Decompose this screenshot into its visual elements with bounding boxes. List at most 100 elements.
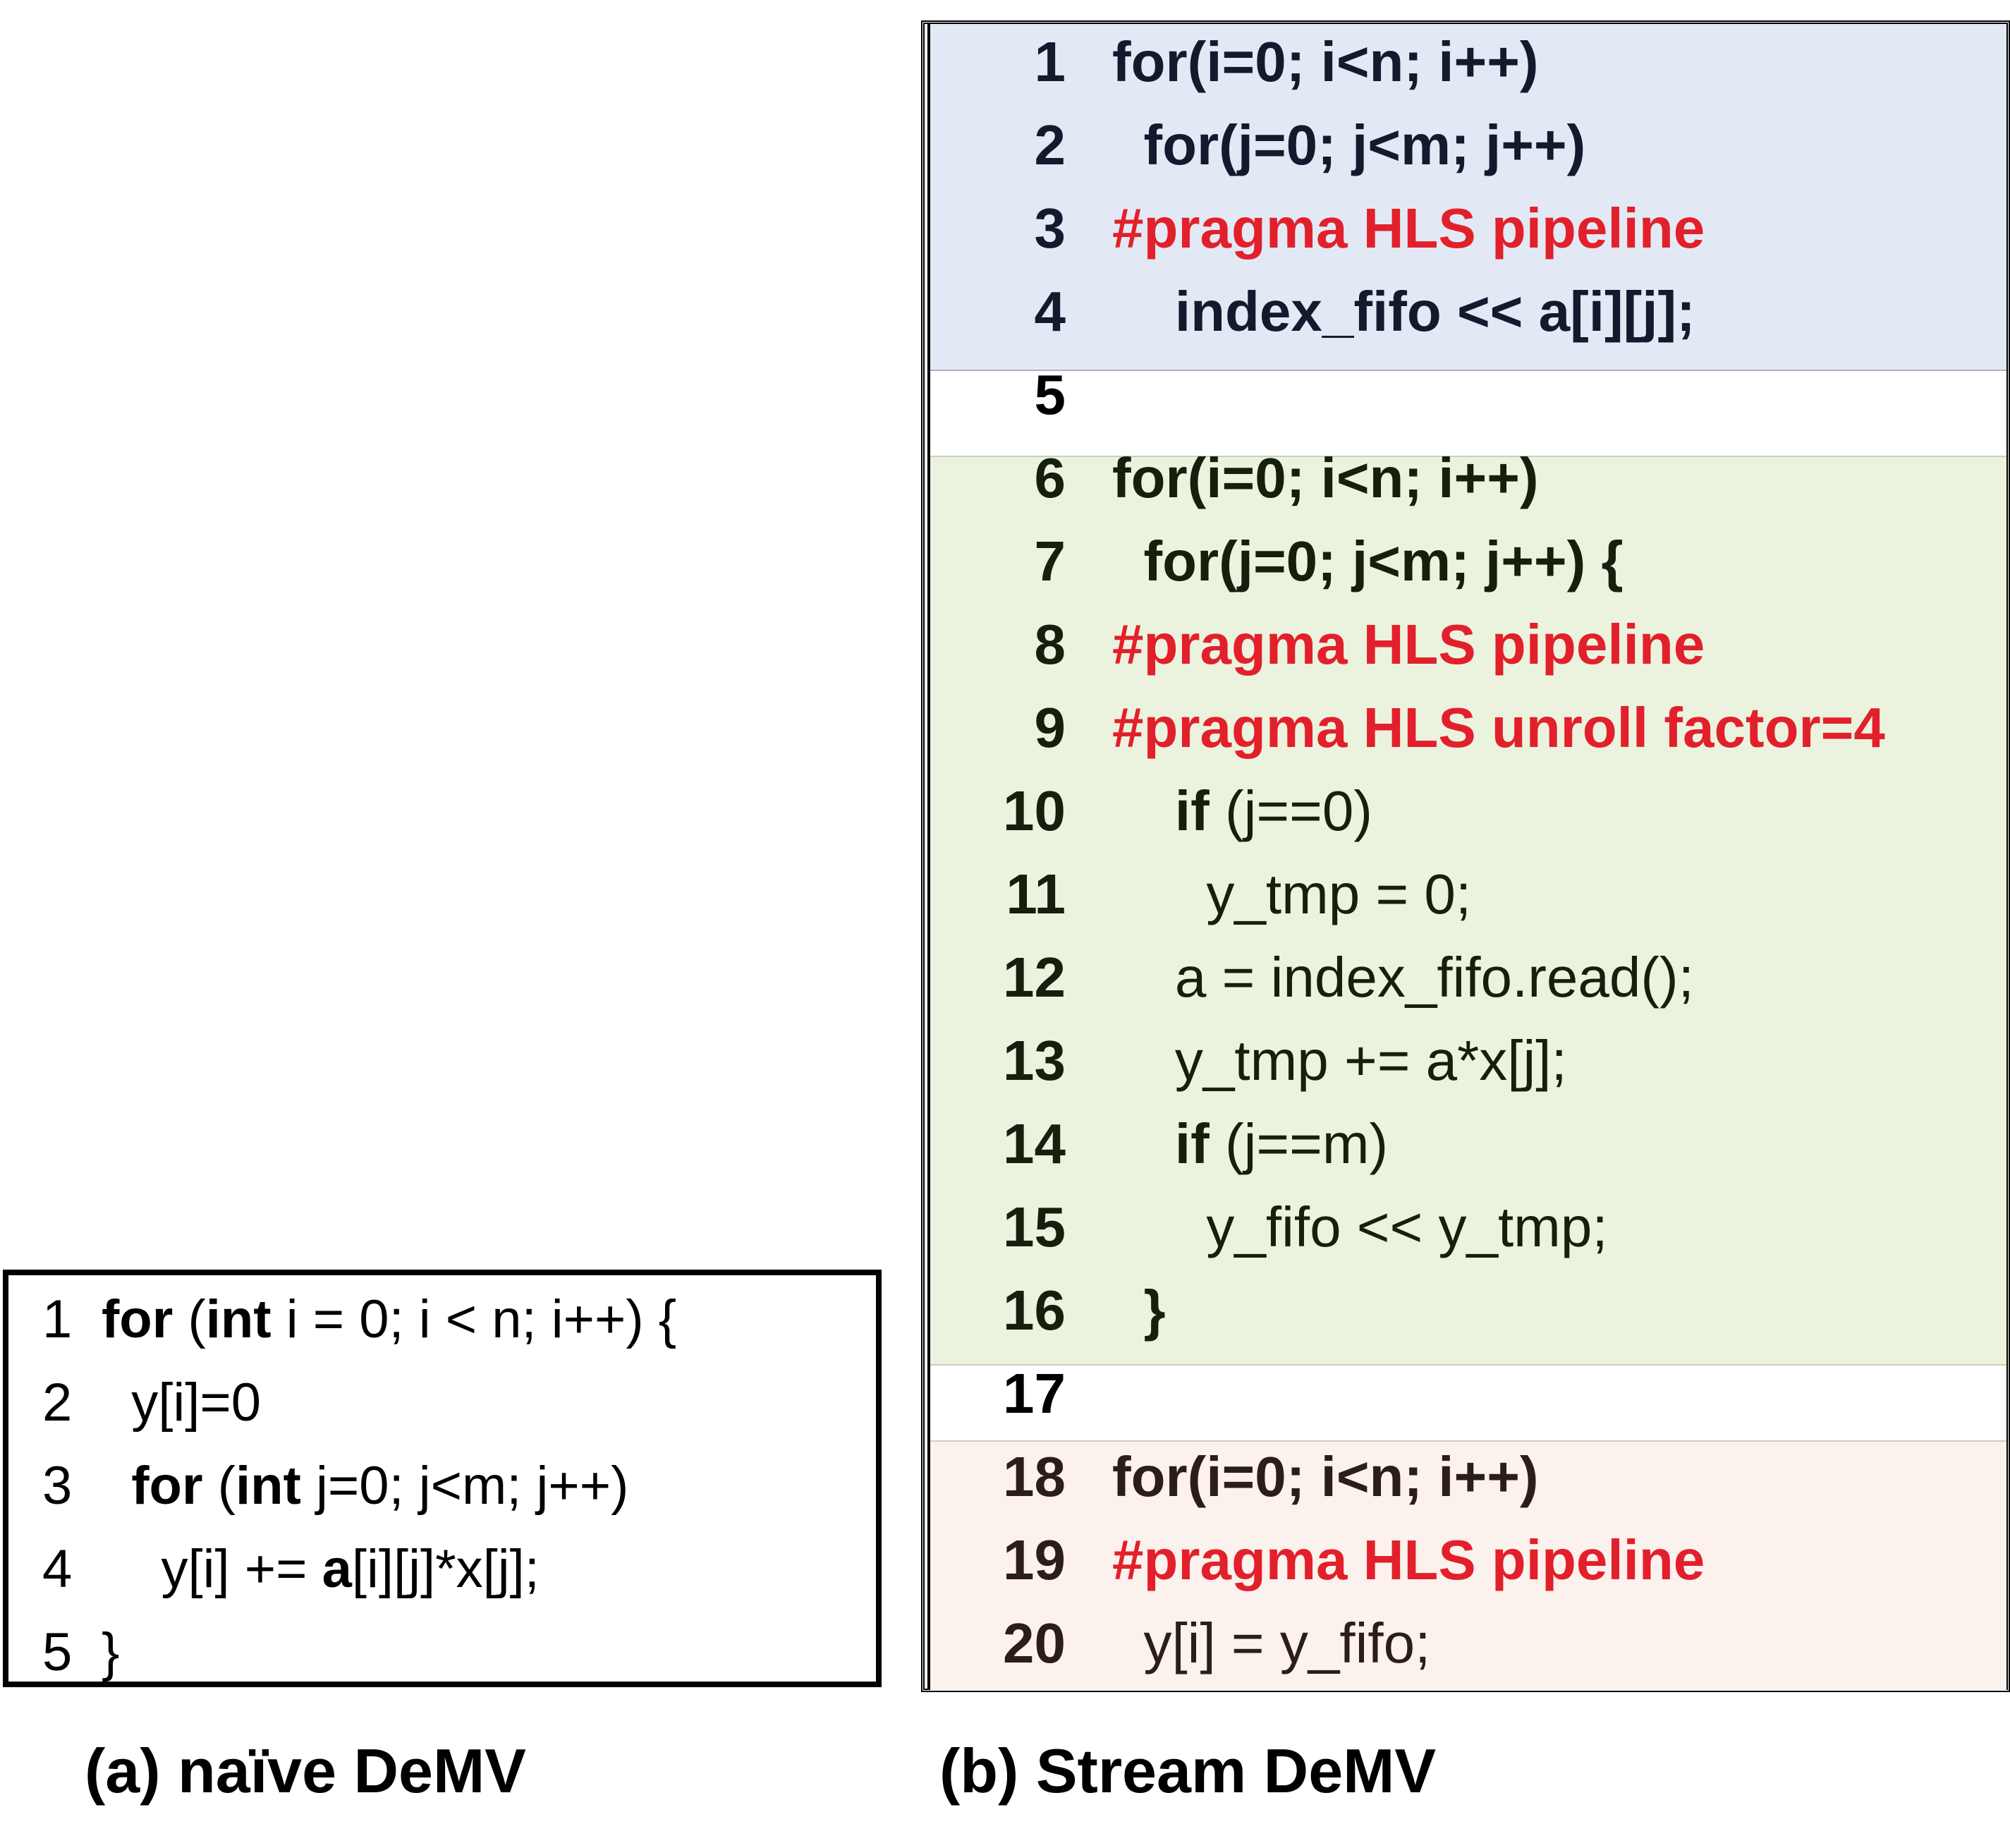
code-fragment: ( (173, 1289, 206, 1349)
line-number: 11 (1006, 863, 1066, 925)
code-line: 5} (8, 1611, 876, 1694)
code-text: y_fifo << y_tmp; (1112, 1186, 1607, 1269)
line-number: 3 (1034, 197, 1066, 260)
code-text: for(i=0; i<n; i++) (1112, 437, 1539, 520)
code-line: 14 if (j==m) (925, 1102, 2006, 1186)
code-fragment (1112, 114, 1143, 176)
code-line: 15 y_fifo << y_tmp; (925, 1186, 2006, 1269)
code-fragment: y[i] = y_fifo; (1112, 1612, 1431, 1674)
code-keyword: for (102, 1289, 173, 1349)
code-keyword: for(i=0; i<n; i++) (1112, 446, 1539, 509)
code-line: 19 #pragma HLS pipeline (925, 1519, 2006, 1602)
code-fragment: (j==0) (1209, 779, 1372, 842)
code-text: for (int i = 0; i < n; i++) { (102, 1278, 676, 1361)
line-number: 18 (1003, 1445, 1066, 1508)
code-keyword: for(i=0; i<n; i++) (1112, 30, 1539, 93)
code-line: 3 for (int j=0; j<m; j++) (8, 1445, 876, 1528)
line-number: 6 (1034, 446, 1066, 509)
code-line: 17 (925, 1352, 2006, 1435)
code-text: for(j=0; j<m; j++) (1112, 104, 1585, 187)
code-fragment (102, 1456, 131, 1516)
line-number: 19 (1003, 1528, 1066, 1591)
code-text: y[i] += a[i][j]*x[j]; (102, 1528, 539, 1611)
code-text: } (1112, 1269, 1166, 1352)
code-text: a = index_fifo.read(); (1112, 936, 1694, 1019)
code-text: #pragma HLS pipeline (1112, 1519, 1705, 1602)
code-line: 16 } (925, 1269, 2006, 1352)
code-keyword: } (1143, 1279, 1166, 1342)
line-number: 14 (1003, 1112, 1066, 1175)
code-text: #pragma HLS pipeline (1112, 187, 1705, 270)
code-keyword: if (1174, 1112, 1210, 1175)
code-text: for(j=0; j<m; j++) { (1112, 520, 1624, 603)
code-text: y_tmp += a*x[j]; (1112, 1019, 1567, 1102)
code-band-blue (930, 24, 2006, 371)
code-line: 12 a = index_fifo.read(); (925, 936, 2006, 1019)
code-text: index_fifo << a[i][j]; (1112, 270, 1695, 353)
code-fragment (1112, 530, 1143, 592)
line-number: 10 (1003, 779, 1066, 842)
code-fragment (1112, 779, 1175, 842)
code-text: for(i=0; i<n; i++) (1112, 20, 1539, 104)
code-fragment: j=0; j<m; j++) (300, 1456, 629, 1516)
code-text: y[i]=0 (102, 1361, 261, 1445)
code-text: #pragma HLS pipeline (1112, 603, 1705, 686)
code-line: 7 for(j=0; j<m; j++) { (925, 520, 2006, 603)
code-line: 5 (925, 353, 2006, 437)
code-keyword: int (235, 1456, 301, 1516)
code-text: y[i] = y_fifo; (1112, 1602, 1430, 1685)
line-number: 1 (42, 1289, 73, 1349)
code-band-red (930, 1440, 2006, 1690)
line-number: 7 (1034, 530, 1066, 592)
code-fragment (1112, 280, 1175, 343)
code-band-green (930, 456, 2006, 1366)
code-text: if (j==0) (1112, 770, 1372, 853)
line-number: 5 (1034, 363, 1066, 426)
pragma-directive: #pragma HLS pipeline (1112, 1528, 1705, 1591)
line-number: 4 (1034, 280, 1066, 343)
code-keyword: for (131, 1456, 203, 1516)
line-number: 20 (1003, 1612, 1066, 1674)
code-line: 20 y[i] = y_fifo; (925, 1602, 2006, 1685)
code-keyword: for(j=0; j<m; j++) (1143, 114, 1586, 176)
line-number: 8 (1034, 613, 1066, 676)
code-text: y_tmp = 0; (1112, 853, 1471, 936)
code-text: for (int j=0; j<m; j++) (102, 1445, 629, 1528)
code-line: 2 for(j=0; j<m; j++) (925, 104, 2006, 187)
code-line: 13 y_tmp += a*x[j]; (925, 1019, 2006, 1102)
code-text: } (102, 1611, 119, 1694)
code-fragment: (j==m) (1209, 1112, 1389, 1175)
code-text: if (j==m) (1112, 1102, 1388, 1186)
code-line: 1 for (int i = 0; i < n; i++) { (8, 1278, 876, 1361)
code-fragment (1112, 1112, 1175, 1175)
code-keyword: for(i=0; i<n; i++) (1112, 1445, 1539, 1508)
code-fragment: ( (202, 1456, 236, 1516)
code-fragment (1112, 1279, 1143, 1342)
code-fragment: } (102, 1622, 120, 1682)
line-number: 15 (1003, 1196, 1066, 1258)
code-fragment: y_tmp += a*x[j]; (1112, 1029, 1567, 1092)
code-line: 11 y_tmp = 0; (925, 853, 2006, 936)
inner-frame-edge (927, 24, 930, 1689)
line-number: 2 (42, 1373, 73, 1433)
code-fragment: a = index_fifo.read(); (1112, 946, 1694, 1009)
code-fragment: i = 0; i < n; i++) { (271, 1289, 677, 1349)
code-fragment: y[i]=0 (102, 1373, 261, 1433)
line-number: 12 (1003, 946, 1066, 1009)
code-fragment: y[i] += (102, 1539, 322, 1599)
code-line: 4 index_fifo << a[i][j]; (925, 270, 2006, 353)
line-number: 17 (1003, 1362, 1066, 1425)
code-keyword: for(j=0; j<m; j++) { (1143, 530, 1624, 592)
line-number: 9 (1034, 696, 1066, 759)
line-number: 16 (1003, 1279, 1066, 1342)
code-line: 18 for(i=0; i<n; i++) (925, 1435, 2006, 1519)
code-keyword: int (205, 1289, 272, 1349)
code-line: 3 #pragma HLS pipeline (925, 187, 2006, 270)
line-number: 4 (42, 1539, 73, 1599)
pragma-directive: #pragma HLS unroll factor=4 (1112, 696, 1885, 759)
code-keyword: if (1174, 779, 1210, 842)
